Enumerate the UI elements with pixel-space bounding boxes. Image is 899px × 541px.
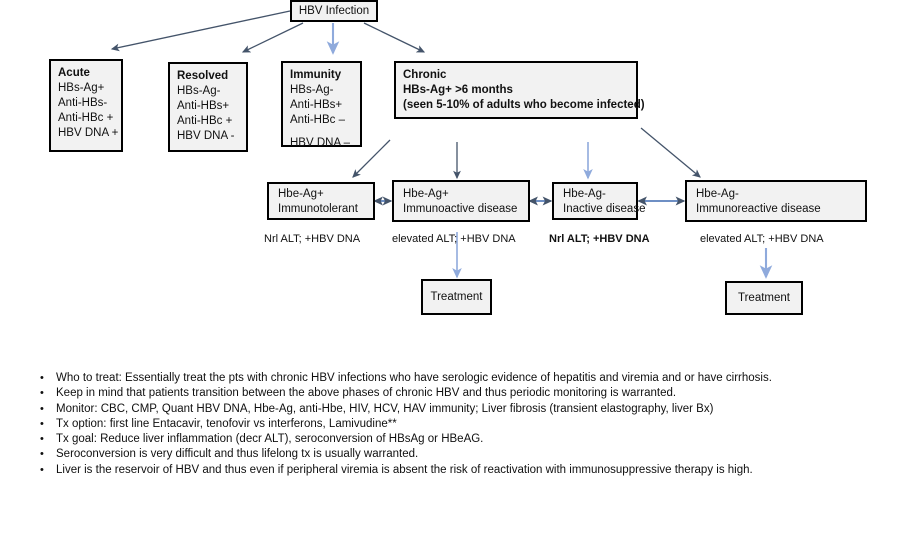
node-immunoactive-line-1: Hbe-Ag+ <box>403 187 449 200</box>
node-resolved-line-4: Anti-HBc + <box>177 115 233 127</box>
node-immunotolerant[interactable]: Hbe-Ag+ Immunotolerant <box>267 182 375 220</box>
bullet-icon: • <box>40 387 44 400</box>
node-inactive-line-2: Inactive disease <box>563 202 646 215</box>
node-immunoreactive-line-1: Hbe-Ag- <box>696 187 739 200</box>
node-immunity-line-3: Anti-HBs+ <box>290 99 343 111</box>
bullet-icon: • <box>40 463 44 476</box>
list-item-text: Seroconversion is very difficult and thu… <box>56 448 419 461</box>
arrow-infection-to-acute <box>110 10 291 52</box>
node-hbv-infection[interactable]: HBV Infection <box>290 0 378 22</box>
node-immunoactive[interactable]: Hbe-Ag+ Immunoactive disease <box>392 180 530 222</box>
node-immunity-line-2: HBs-Ag- <box>290 84 334 96</box>
node-immunotolerant-line-2: Immunotolerant <box>278 202 358 215</box>
list-item: • Tx goal: Reduce liver inflammation (de… <box>40 432 870 447</box>
list-item-text: Who to treat: Essentially treat the pts … <box>56 372 772 384</box>
node-treatment-left-label: Treatment <box>430 290 483 303</box>
node-immunity-spacer <box>290 128 353 136</box>
node-treatment-right-label: Treatment <box>738 291 790 304</box>
node-inactive[interactable]: Hbe-Ag- Inactive disease <box>552 182 646 220</box>
list-item-text: Keep in mind that patients transition be… <box>56 387 677 400</box>
node-resolved-line-3: Anti-HBs+ <box>177 100 230 112</box>
node-immunity-line-1: Immunity <box>290 69 342 81</box>
node-acute-line-3: Anti-HBs- <box>58 97 108 109</box>
node-treatment-left[interactable]: Treatment <box>421 279 492 315</box>
list-item-text: Tx goal: Reduce liver inflammation (decr… <box>56 433 484 446</box>
caption-immunoreactive: elevated ALT; +HBV DNA <box>700 233 824 245</box>
bullet-icon: • <box>40 433 44 446</box>
arrow-chronic-to-immunoreactive <box>640 127 701 178</box>
node-chronic-line-3: (seen 5-10% of adults who become infecte… <box>403 99 645 111</box>
node-resolved[interactable]: Resolved HBs-Ag- Anti-HBs+ Anti-HBc + HB… <box>168 62 248 152</box>
node-immunity[interactable]: Immunity HBs-Ag- Anti-HBs+ Anti-HBc – HB… <box>281 61 362 149</box>
bullet-icon: • <box>40 402 44 415</box>
list-item: • Who to treat: Essentially treat the pt… <box>40 371 870 386</box>
node-immunoreactive-line-2: Immunoreactive disease <box>696 202 821 215</box>
node-acute[interactable]: Acute HBs-Ag+ Anti-HBs- Anti-HBc + HBV D… <box>49 59 123 152</box>
node-resolved-line-2: HBs-Ag- <box>177 85 221 97</box>
node-resolved-line-5: HBV DNA - <box>177 130 235 142</box>
caption-immunotolerant: Nrl ALT; +HBV DNA <box>264 233 361 245</box>
arrow-infection-to-resolved <box>241 22 304 53</box>
list-item-text: Liver is the reservoir of HBV and thus e… <box>56 463 753 476</box>
list-item-text: Monitor: CBC, CMP, Quant HBV DNA, Hbe-Ag… <box>56 402 714 415</box>
node-acute-line-4: Anti-HBc + <box>58 112 114 124</box>
node-immunity-line-6: HBV DNA – <box>290 137 351 149</box>
caption-immunoactive: elevated ALT; +HBV DNA <box>392 233 516 245</box>
caption-inactive: Nrl ALT; +HBV DNA <box>549 233 650 245</box>
node-resolved-line-1: Resolved <box>177 70 229 82</box>
node-chronic-line-2: HBs-Ag+ >6 months <box>403 84 513 96</box>
node-treatment-right[interactable]: Treatment <box>725 281 803 315</box>
node-immunity-line-4: Anti-HBc – <box>290 114 345 126</box>
bullet-icon: • <box>40 448 44 461</box>
arrow-infection-to-chronic <box>363 22 426 53</box>
list-item: • Tx option: first line Entacavir, tenof… <box>40 417 870 432</box>
list-item: • Seroconversion is very difficult and t… <box>40 447 870 462</box>
list-item: • Keep in mind that patients transition … <box>40 386 870 401</box>
bullet-icon: • <box>40 417 44 430</box>
node-inactive-line-1: Hbe-Ag- <box>563 187 606 200</box>
list-item: • Liver is the reservoir of HBV and thus… <box>40 463 870 478</box>
notes-list: • Who to treat: Essentially treat the pt… <box>40 371 870 478</box>
node-immunotolerant-line-1: Hbe-Ag+ <box>278 187 324 200</box>
node-hbv-infection-label: HBV Infection <box>298 4 370 17</box>
list-item-text: Tx option: first line Entacavir, tenofov… <box>56 417 397 430</box>
node-acute-line-1: Acute <box>58 67 90 79</box>
node-chronic[interactable]: Chronic HBs-Ag+ >6 months (seen 5-10% of… <box>394 61 645 119</box>
node-acute-line-5: HBV DNA + <box>58 127 119 139</box>
bullet-icon: • <box>40 372 44 384</box>
list-item: • Monitor: CBC, CMP, Quant HBV DNA, Hbe-… <box>40 402 870 417</box>
node-acute-line-2: HBs-Ag+ <box>58 82 105 94</box>
node-immunoactive-line-2: Immunoactive disease <box>403 202 518 215</box>
node-chronic-line-1: Chronic <box>403 69 447 81</box>
node-immunoreactive[interactable]: Hbe-Ag- Immunoreactive disease <box>685 180 867 222</box>
